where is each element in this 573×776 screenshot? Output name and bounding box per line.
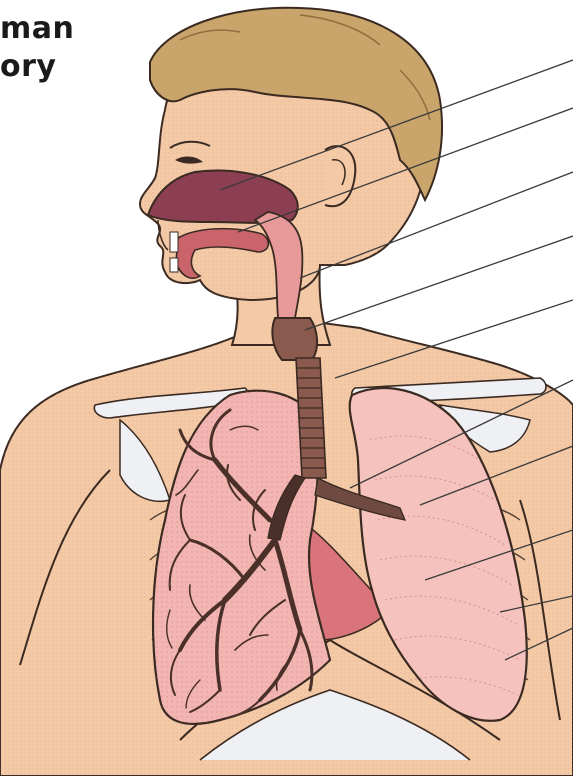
larynx (272, 318, 317, 360)
teeth (170, 232, 178, 272)
